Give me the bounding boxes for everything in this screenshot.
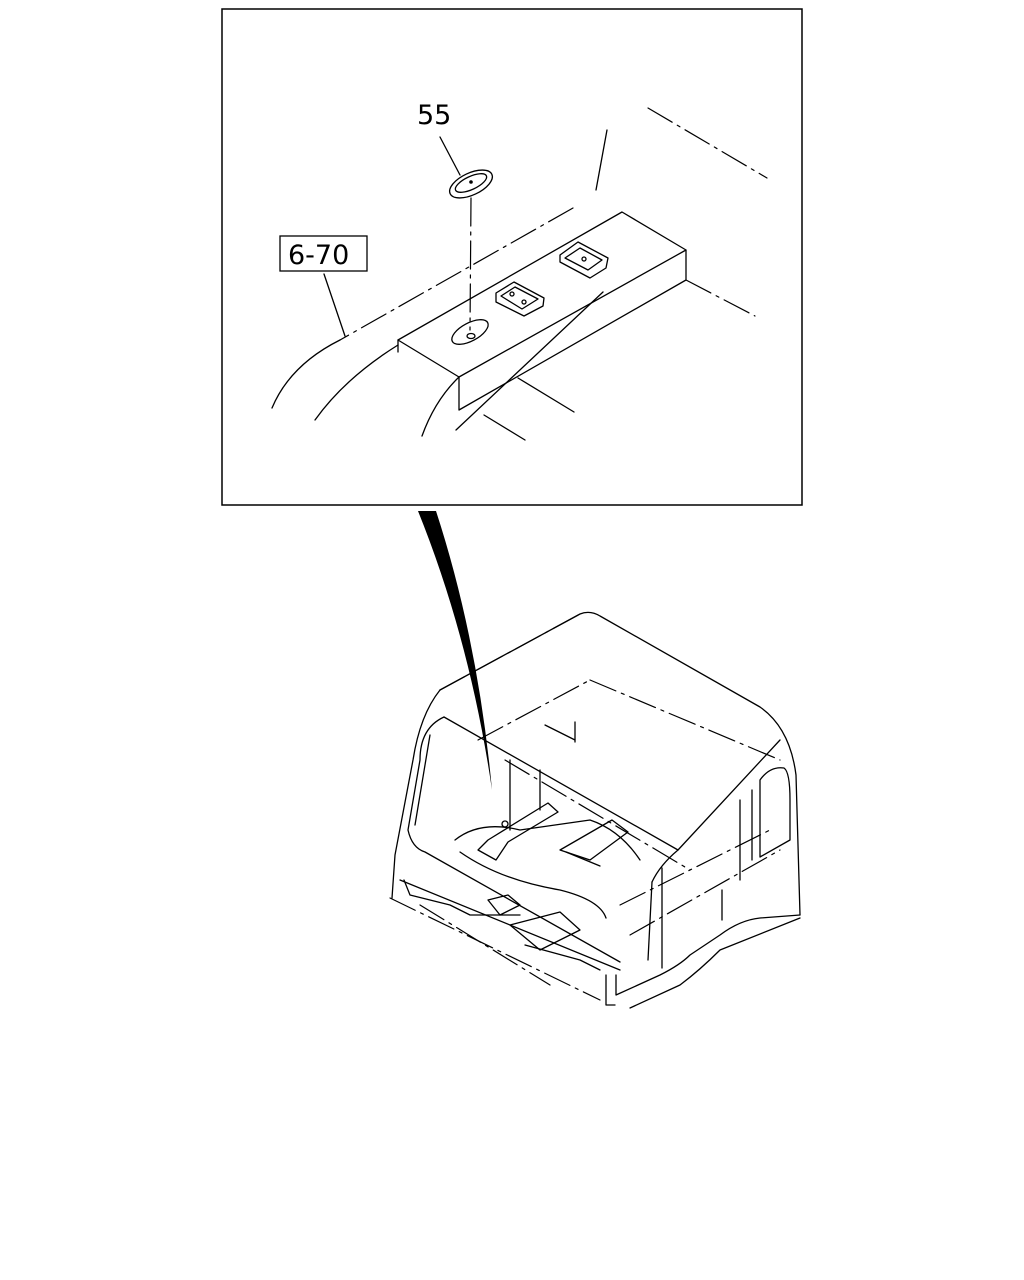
cab-overview xyxy=(389,611,801,1009)
detail-frame xyxy=(221,8,803,506)
callout-pointer xyxy=(418,511,492,790)
part-number-label: 55 xyxy=(417,100,451,131)
detail-view xyxy=(271,107,768,441)
reference-label: 6-70 xyxy=(288,240,349,271)
reference-box xyxy=(279,235,368,272)
